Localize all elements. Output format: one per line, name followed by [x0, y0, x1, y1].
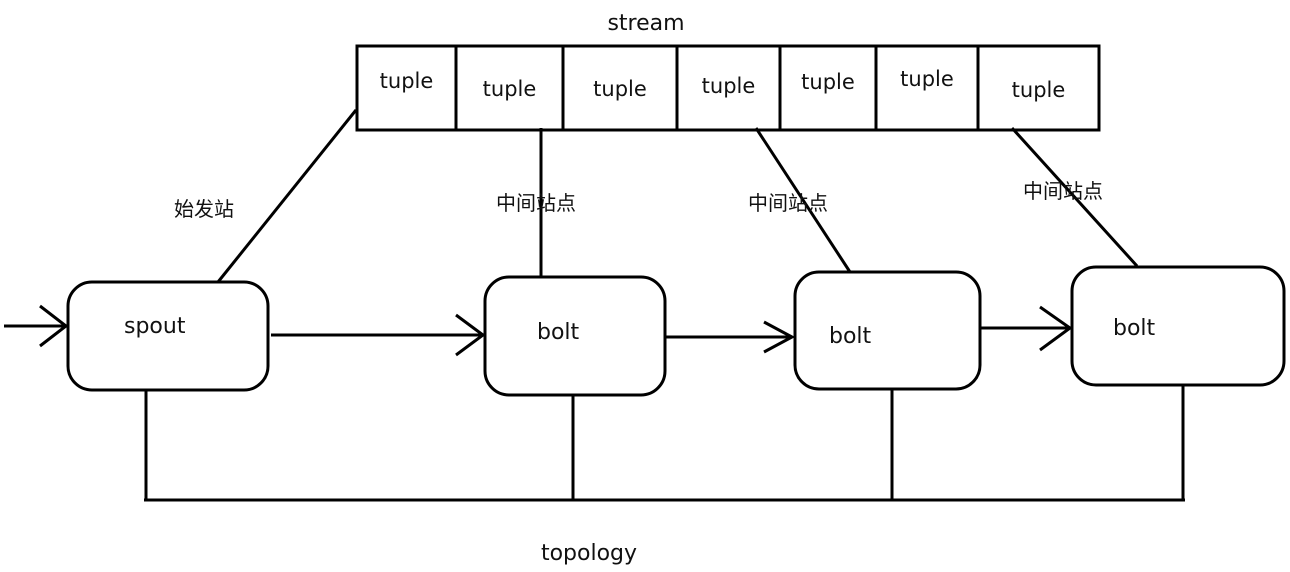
connector-spout-to-stream — [216, 109, 358, 283]
link-label-origin: 始发站 — [174, 197, 234, 221]
stream-tuple-label: tuple — [1012, 78, 1066, 102]
connector-bolt2-to-stream — [754, 127, 852, 273]
link-label-intermediate-3: 中间站点 — [1023, 179, 1103, 203]
node-bolt-2: bolt — [793, 270, 982, 391]
stream-tuple-cell: tuple — [874, 44, 980, 132]
node-bolt-2-label: bolt — [829, 324, 872, 349]
stream-tuple-cell: tuple — [675, 44, 782, 132]
stream-tuple-box — [874, 44, 980, 132]
link-label-intermediate-1: 中间站点 — [496, 191, 576, 215]
node-bolt-1-label: bolt — [537, 320, 580, 345]
topology-bus — [144, 385, 1185, 502]
node-spout: spout — [66, 280, 270, 392]
stream-connectors — [216, 109, 1139, 287]
flow-arrow-spout-bolt1 — [271, 313, 486, 357]
flow-arrow-bolt1-bolt2 — [663, 320, 796, 354]
node-bolt-1: bolt — [483, 275, 667, 397]
node-bolt-3-label: bolt — [1113, 316, 1156, 341]
stream-tuple-box — [976, 44, 1101, 132]
node-spout-label: spout — [124, 314, 186, 339]
stream-tuple-cell: tuple — [355, 44, 458, 132]
stream-tuple-label: tuple — [702, 74, 756, 98]
stream-tuple-cell: tuple — [454, 44, 565, 132]
stream-tuple-box — [561, 44, 679, 132]
stream-tuple-cell: tuple — [778, 44, 878, 132]
stream-tuple-box — [454, 44, 565, 132]
stream-tuple-label: tuple — [900, 67, 954, 91]
stream-tuple-box — [355, 44, 458, 132]
incoming-arrow — [4, 304, 69, 348]
node-bolt-3: bolt — [1070, 265, 1286, 387]
stream-tuple-label: tuple — [593, 77, 647, 101]
link-label-intermediate-2: 中间站点 — [748, 191, 828, 215]
connector-bolt3-to-stream — [1010, 126, 1139, 268]
stream-tuple-row: tuple tuple tuple tuple tuple tuple tuple — [355, 44, 1101, 132]
stream-tuple-cell: tuple — [561, 44, 679, 132]
stream-tuple-label: tuple — [380, 69, 434, 93]
stream-tuple-cell: tuple — [976, 44, 1101, 132]
stream-tuple-box — [778, 44, 878, 132]
stream-label: stream — [607, 11, 684, 36]
flow-arrow-bolt2-bolt3 — [978, 305, 1073, 352]
stream-tuple-label: tuple — [483, 77, 537, 101]
topology-label: topology — [541, 541, 637, 566]
stream-tuple-label: tuple — [801, 70, 855, 94]
